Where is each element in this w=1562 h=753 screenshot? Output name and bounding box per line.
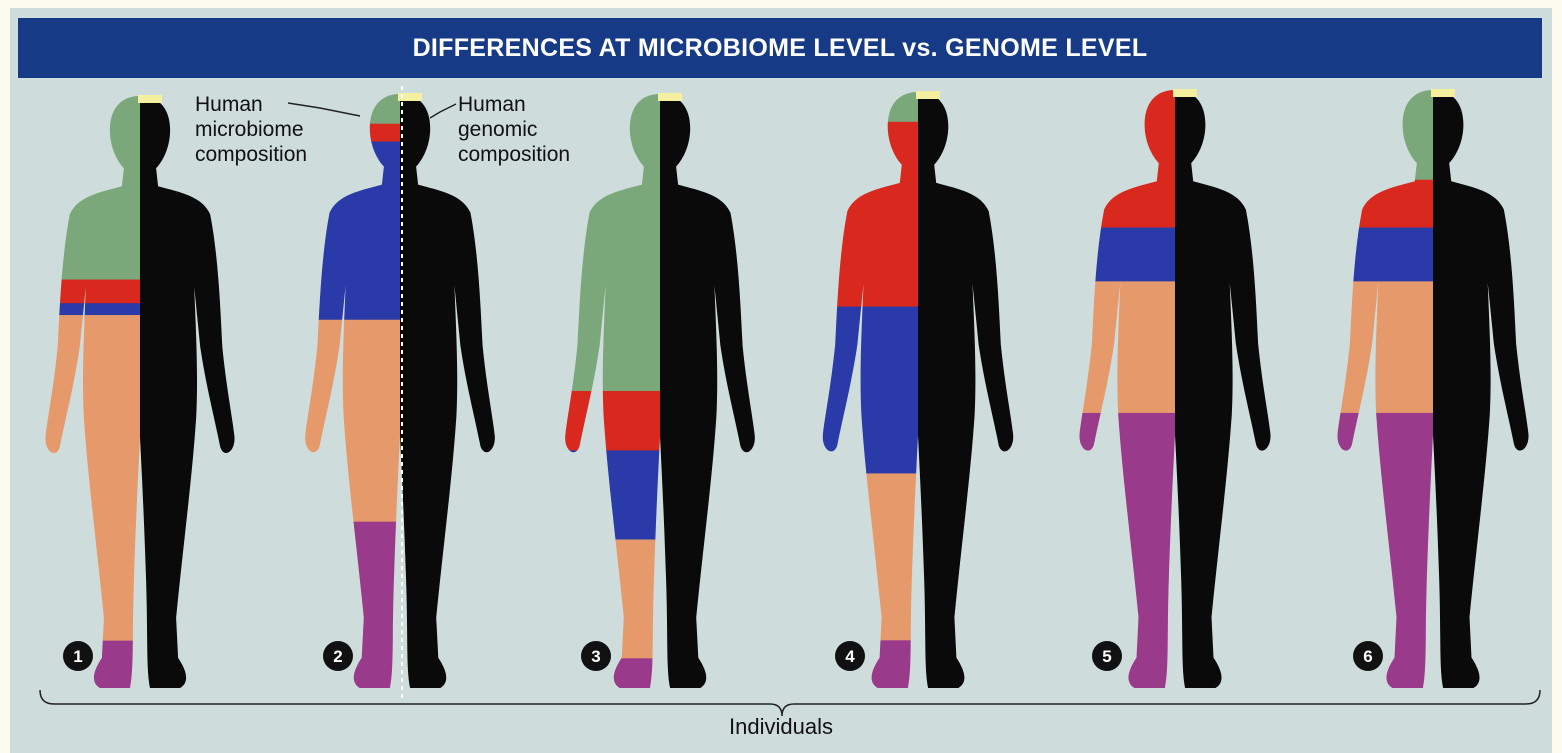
individual-2-figure bbox=[280, 89, 530, 693]
individual-5-figure bbox=[1055, 85, 1305, 693]
individual-1-microbiome-band-peach bbox=[20, 315, 140, 641]
individuals-bracket bbox=[40, 690, 1540, 716]
individual-2-number: 2 bbox=[333, 647, 342, 666]
individual-1-number: 1 bbox=[73, 647, 82, 666]
individual-6-microbiome-band-peach bbox=[1313, 281, 1433, 413]
individual-3-number: 3 bbox=[591, 647, 600, 666]
individual-5-microbiome-band-blue bbox=[1055, 228, 1175, 282]
individual-3-microbiome-band-peach bbox=[540, 540, 660, 659]
individual-3-microbiome-band-red bbox=[540, 391, 660, 451]
callout-genome: Human genomic composition bbox=[458, 92, 570, 167]
individual-6-microbiome-band-red bbox=[1313, 180, 1433, 228]
individual-4-genome-half bbox=[918, 87, 1048, 693]
individual-1-microbiome-band-red bbox=[20, 280, 140, 304]
individual-5-microbiome-band-red bbox=[1055, 90, 1175, 228]
individual-1-genome-half bbox=[140, 91, 270, 693]
callout-genome-line-2: genomic bbox=[458, 117, 570, 142]
individual-3-microbiome-band-blue bbox=[540, 450, 660, 540]
individual-2-genome-half bbox=[400, 89, 530, 693]
individual-6-genome-half bbox=[1433, 85, 1552, 693]
individual-5-microbiome-band-peach bbox=[1055, 281, 1175, 413]
individual-3-head-cap bbox=[658, 93, 682, 101]
individual-4-microbiome-band-red bbox=[798, 122, 918, 307]
individual-4-microbiome-band-peach bbox=[798, 473, 918, 640]
genome-leader-line bbox=[430, 104, 456, 118]
individual-5-head-cap bbox=[1173, 89, 1197, 97]
individual-1-figure bbox=[20, 91, 270, 693]
individual-4-microbiome-band-green bbox=[798, 92, 918, 122]
callout-genome-line-3: composition bbox=[458, 142, 570, 167]
individual-4-number: 4 bbox=[845, 647, 855, 666]
individual-2-microbiome-band-blue bbox=[280, 142, 400, 321]
callout-microbiome-line-3: composition bbox=[195, 142, 307, 167]
individual-6-number: 6 bbox=[1363, 647, 1372, 666]
individual-1-microbiome-band-blue bbox=[20, 303, 140, 315]
figure-panel: DIFFERENCES AT MICROBIOME LEVEL vs. GENO… bbox=[10, 8, 1552, 753]
individual-6-microbiome-band-blue bbox=[1313, 228, 1433, 282]
callout-genome-line-1: Human bbox=[458, 92, 570, 117]
individual-4-figure bbox=[798, 87, 1048, 693]
individual-4-microbiome-band-blue bbox=[798, 307, 918, 474]
individual-5-number: 5 bbox=[1102, 647, 1111, 666]
individual-2-microbiome-band-peach bbox=[280, 320, 400, 522]
individual-1-head-cap bbox=[138, 95, 162, 103]
individual-3-figure bbox=[540, 89, 790, 693]
individual-1-microbiome-band-green bbox=[20, 96, 140, 280]
individual-4-head-cap bbox=[916, 91, 940, 99]
individuals-label: Individuals bbox=[10, 714, 1552, 740]
individual-6-microbiome-band-green bbox=[1313, 90, 1433, 180]
individual-6-head-cap bbox=[1431, 89, 1455, 97]
callout-microbiome-line-1: Human bbox=[195, 92, 307, 117]
callout-microbiome: Human microbiome composition bbox=[195, 92, 307, 167]
individual-3-genome-half bbox=[660, 89, 790, 693]
callout-microbiome-line-2: microbiome bbox=[195, 117, 307, 142]
individual-5-genome-half bbox=[1175, 85, 1305, 693]
individual-6-figure bbox=[1313, 85, 1552, 693]
